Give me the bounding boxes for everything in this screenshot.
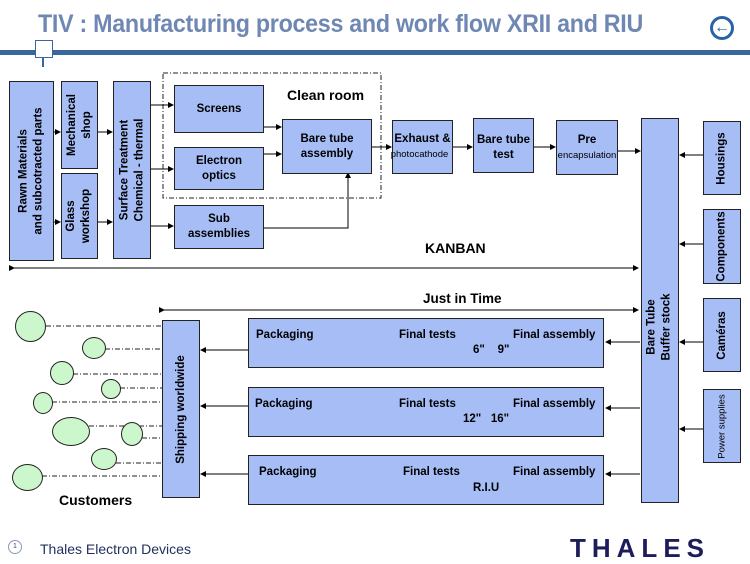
pre-encapsulation-box[interactable]: Pre encapsulation	[556, 120, 618, 175]
shipping-box[interactable]: Shipping worldwide	[162, 320, 200, 498]
sizes-label: 6" 9"	[473, 344, 510, 356]
sub-assemblies-label: Sub assemblies	[187, 213, 250, 240]
components-box[interactable]: Components	[703, 209, 741, 284]
company-name: Thales Electron Devices	[40, 541, 191, 557]
customer-6	[52, 417, 90, 446]
clean-room-label: Clean room	[287, 87, 365, 103]
bare-tube-assembly-box[interactable]: Bare tube assembly	[282, 119, 372, 174]
sizes-label: 12" 16"	[463, 413, 510, 425]
glass-workshop-box[interactable]: Glass workshop	[61, 173, 98, 259]
final-line-2[interactable]: Packaging Final tests Final assembly 12"…	[248, 387, 604, 437]
housings-label: Housings	[715, 131, 728, 185]
rule-stem	[42, 57, 44, 67]
packaging-label: Packaging	[256, 329, 314, 341]
glass-workshop-label: Glass workshop	[65, 188, 93, 244]
buffer-stock-box[interactable]: Bare Tube Buffer stock	[641, 118, 679, 503]
buffer-stock-label: Bare Tube Buffer stock	[646, 293, 674, 361]
cameras-label: Caméras	[715, 310, 728, 360]
surface-treatment-box[interactable]: Surface Treatment Chemical - thermal	[113, 81, 151, 259]
final-line-3[interactable]: Packaging Final tests Final assembly R.I…	[248, 455, 604, 505]
customer-3	[50, 361, 74, 385]
packaging-label: Packaging	[255, 398, 313, 410]
screens-box[interactable]: Screens	[174, 85, 264, 133]
title-rule	[0, 50, 750, 55]
arrow-sub-to-bta	[263, 172, 351, 229]
page-title: TIV : Manufacturing process and work flo…	[38, 10, 644, 38]
kanban-label: KANBAN	[425, 240, 486, 256]
electron-optics-label: Electron optics	[195, 154, 242, 182]
encapsulation-label: encapsulation	[557, 149, 617, 161]
components-label: Components	[715, 211, 728, 282]
final-tests-label: Final tests	[399, 398, 456, 410]
photocathode-label: photocathode	[390, 149, 449, 160]
raw-materials-box[interactable]: Rawn Materials and subcotracted parts	[9, 81, 54, 261]
packaging-label: Packaging	[259, 466, 317, 478]
surface-treatment-label: Surface Treatment Chemical - thermal	[118, 118, 145, 222]
housings-box[interactable]: Housings	[703, 121, 741, 195]
page-number: 1	[8, 540, 22, 554]
final-tests-label: Final tests	[403, 466, 460, 478]
final-assembly-label: Final assembly	[513, 466, 596, 478]
final-assembly-label: Final assembly	[513, 398, 596, 410]
final-line-1[interactable]: Packaging Final tests Final assembly 6" …	[248, 318, 604, 368]
customers-label: Customers	[59, 492, 133, 508]
cameras-box[interactable]: Caméras	[703, 298, 741, 372]
exhaust-label: Exhaust &	[394, 133, 451, 145]
exhaust-box[interactable]: Exhaust & photocathode	[390, 120, 453, 174]
mechanical-shop-label: Mechanical shop	[65, 94, 93, 156]
electron-optics-box[interactable]: Electron optics	[174, 147, 264, 190]
back-arrow-icon[interactable]: ←	[710, 16, 734, 40]
screens-label: Screens	[196, 102, 242, 115]
rule-marker	[35, 40, 53, 58]
mechanical-shop-box[interactable]: Mechanical shop	[61, 81, 98, 169]
power-supplies-label: Power supplies	[716, 393, 728, 459]
customer-5	[33, 392, 53, 414]
thales-logo: THALES	[570, 533, 710, 563]
bare-tube-test-box[interactable]: Bare tube test	[473, 118, 534, 173]
customer-7	[121, 422, 143, 446]
sizes-label: R.I.U	[473, 482, 500, 494]
customer-2	[82, 337, 106, 359]
final-assembly-label: Final assembly	[513, 329, 596, 341]
shipping-label: Shipping worldwide	[174, 354, 187, 464]
bare-tube-assembly-label: Bare tube assembly	[300, 132, 354, 160]
customer-4	[101, 379, 121, 399]
power-supplies-box[interactable]: Power supplies	[703, 389, 741, 463]
customer-8	[91, 448, 117, 470]
final-tests-label: Final tests	[399, 329, 456, 341]
raw-materials-label: Rawn Materials and subcotracted parts	[17, 107, 45, 235]
jit-label: Just in Time	[423, 291, 502, 306]
sub-assemblies-box[interactable]: Sub assemblies	[174, 205, 264, 249]
pre-label: Pre	[577, 133, 597, 146]
bare-tube-test-label: Bare tube test	[476, 134, 531, 161]
customer-1	[15, 311, 46, 342]
customer-9	[12, 464, 43, 491]
